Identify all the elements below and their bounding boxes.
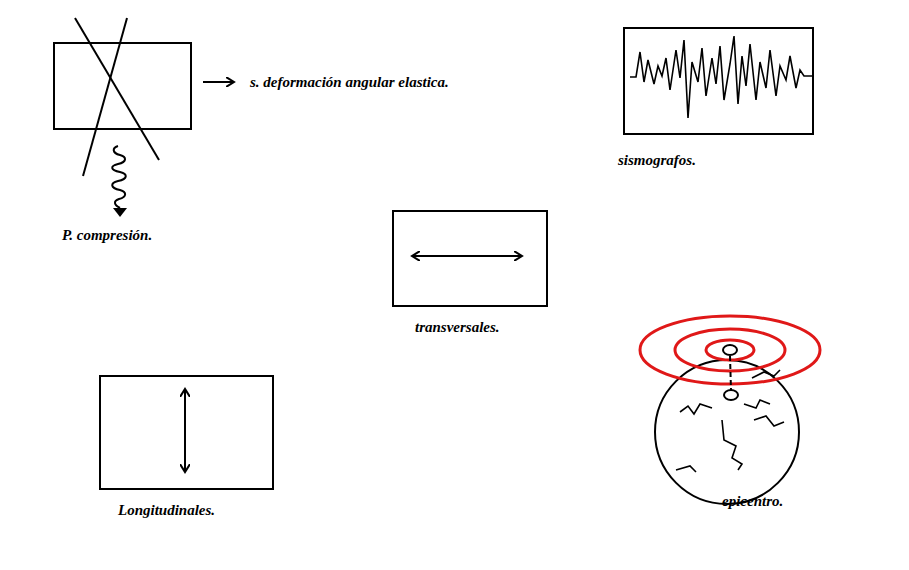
focus-point xyxy=(724,390,738,400)
label-slot: epicentro. xyxy=(722,492,783,510)
epicenter-point xyxy=(723,345,737,355)
pointer-arrow xyxy=(203,81,234,83)
wave-name: transversales. xyxy=(415,318,500,336)
device-name: sismografos. xyxy=(618,151,696,169)
earth-globe xyxy=(655,360,799,504)
squiggle-head xyxy=(113,208,127,217)
double-arrow xyxy=(412,255,522,257)
double-arrow xyxy=(184,389,186,472)
label-slot: transversales. xyxy=(415,318,500,336)
seismograph-box xyxy=(624,28,813,134)
cross-line xyxy=(75,18,159,160)
wave-name: s. deformación angular elastica. xyxy=(250,73,449,91)
wave-box xyxy=(393,211,547,306)
label-slot: Longitudinales. xyxy=(118,501,215,519)
squiggle xyxy=(112,146,126,208)
wave-box xyxy=(54,43,191,129)
wave-name: Longitudinales. xyxy=(118,501,215,519)
label-slot: P. compresión. xyxy=(62,226,152,244)
label-slot: s. deformación angular elastica. xyxy=(250,73,449,91)
label-slot: sismografos. xyxy=(618,151,696,169)
focus-line xyxy=(730,356,731,390)
cross-line xyxy=(83,18,127,176)
point-name: epicentro. xyxy=(722,492,783,510)
wave-name: P. compresión. xyxy=(62,226,152,244)
seismogram-trace xyxy=(630,36,813,118)
wave-box xyxy=(100,376,273,489)
